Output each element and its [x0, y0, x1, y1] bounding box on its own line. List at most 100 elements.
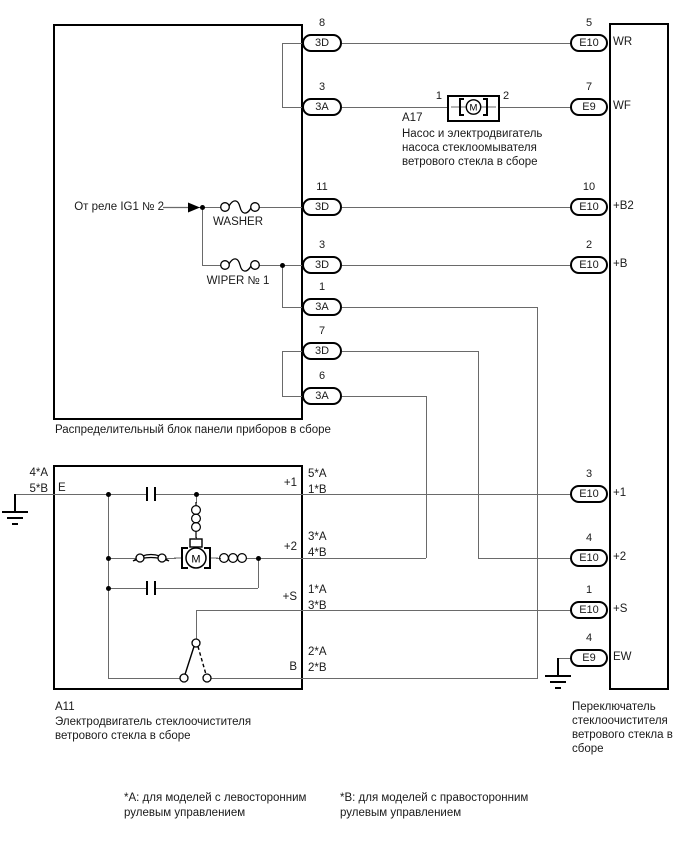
wire-segment	[342, 43, 571, 44]
caption-line: Электродвигатель стеклоочистителя	[55, 716, 252, 728]
pin-number: 11	[316, 181, 328, 193]
wire-segment	[196, 207, 221, 208]
pin-number: 1	[585, 584, 593, 596]
wire-segment	[282, 107, 302, 108]
wire-segment	[156, 588, 258, 589]
junction-dot	[256, 556, 261, 561]
pin-number: 2	[585, 239, 593, 251]
pin-variant: 1*B	[308, 484, 327, 496]
wire-segment	[156, 494, 303, 495]
caption-line: ветрового стекла в сборе	[402, 156, 538, 168]
signal-label: +1	[613, 487, 627, 499]
wiper-motor-box	[53, 465, 303, 690]
signal-label: +B2	[613, 200, 634, 212]
coil-vertical-icon	[190, 502, 202, 538]
pin-number: 3	[318, 81, 326, 93]
wiper-motor-pin-plusS: +S	[282, 591, 297, 603]
wire-segment	[202, 265, 221, 266]
junction-dot	[106, 586, 111, 591]
pin-variant: 5*B	[29, 482, 48, 495]
pin-variant: 5*A	[308, 468, 327, 480]
capacitor-plate	[146, 581, 148, 595]
circuit-breaker-icon	[132, 553, 170, 563]
connector-oval-3d: 3D	[302, 34, 342, 52]
fuse-washer-label: WASHER	[212, 216, 264, 228]
signal-label: +B	[613, 258, 628, 270]
connector-oval-e9: E9	[570, 649, 608, 667]
wiper-motor-left-outer-pins: 4*A 5*B	[26, 466, 48, 497]
wire-segment	[108, 588, 146, 589]
wiper-switch-box	[609, 23, 669, 690]
wire-segment	[108, 558, 137, 559]
wire-segment	[196, 494, 197, 503]
pin-number: 5	[585, 17, 593, 29]
caption-line: ветрового стекла в сборе	[55, 730, 191, 742]
connector-oval-3d: 3D	[302, 198, 342, 216]
capacitor-plate	[154, 487, 156, 501]
pin-number: 7	[318, 325, 326, 337]
motor-letter: M	[470, 103, 478, 114]
source-label: От реле IG1 № 2	[74, 201, 164, 213]
footnote-line: рулевым управлением	[124, 807, 246, 819]
wire-segment	[282, 265, 283, 307]
caption-line: стеклоочистителя	[572, 715, 668, 727]
pin-variant: 2*A	[308, 646, 327, 658]
signal-label: WR	[613, 36, 633, 48]
wire-segment	[196, 610, 571, 611]
washer-pump-id: A17	[402, 112, 423, 124]
pin-variants: 1*A 3*B	[308, 582, 327, 614]
pin-variant: 4*B	[308, 547, 327, 559]
washer-pump-box	[447, 95, 500, 122]
wire-segment	[282, 307, 302, 308]
pin-variants: 3*A 4*B	[308, 529, 327, 561]
pin-number: 10	[582, 181, 596, 193]
signal-label: WF	[613, 100, 631, 112]
footnote-a: *A: для моделей с левосторонним рулевым …	[124, 791, 306, 821]
wire-segment	[500, 107, 571, 108]
wire-segment	[258, 558, 259, 588]
connector-oval-3a: 3A	[302, 387, 342, 405]
ground-icon	[545, 658, 571, 689]
pin-number: 6	[318, 370, 326, 382]
wire-segment	[303, 494, 571, 495]
wire-segment	[282, 396, 302, 397]
connector-oval-e10: E10	[570, 549, 608, 567]
pin-variants: 5*A 1*B	[308, 466, 327, 498]
pin-number: 3	[585, 468, 593, 480]
coil-horizontal-icon	[218, 552, 248, 564]
wire-segment	[426, 396, 427, 558]
wire-segment	[259, 207, 303, 208]
ground-icon	[2, 494, 28, 525]
connector-oval-3d: 3D	[302, 256, 342, 274]
wire-segment	[15, 494, 146, 495]
junction-dot	[194, 492, 199, 497]
wire-segment	[478, 558, 571, 559]
pin-number: 8	[318, 17, 326, 29]
wiper-motor-id: A11	[55, 701, 75, 713]
capacitor-plate	[154, 581, 156, 595]
caption-line: сборе	[572, 743, 604, 755]
connector-oval-3a: 3A	[302, 298, 342, 316]
arrow-icon	[163, 202, 200, 213]
wiper-switch-caption: Переключатель стеклоочистителя ветрового…	[572, 700, 688, 756]
signal-label: +S	[613, 603, 628, 615]
caption-line: Переключатель	[572, 701, 656, 713]
wire-segment	[166, 558, 176, 559]
wire-segment	[282, 43, 283, 107]
connector-oval-3d: 3D	[302, 342, 342, 360]
connector-oval-e10: E10	[570, 601, 608, 619]
park-switch-icon	[179, 638, 212, 683]
fuse-washer-icon	[220, 200, 260, 214]
wire-segment	[303, 558, 426, 559]
connector-oval-3a: 3A	[302, 98, 342, 116]
pin-variant: 2*B	[308, 662, 327, 674]
wire-segment	[342, 396, 426, 397]
wire-segment	[303, 678, 538, 679]
pin-number: 3	[318, 239, 326, 251]
junction-dot	[106, 492, 111, 497]
pin-number: 7	[585, 81, 593, 93]
footnote-line: *A: для моделей с левосторонним	[124, 792, 307, 804]
wire-segment	[196, 610, 197, 639]
wiper-motor-pin-b: B	[289, 661, 297, 673]
